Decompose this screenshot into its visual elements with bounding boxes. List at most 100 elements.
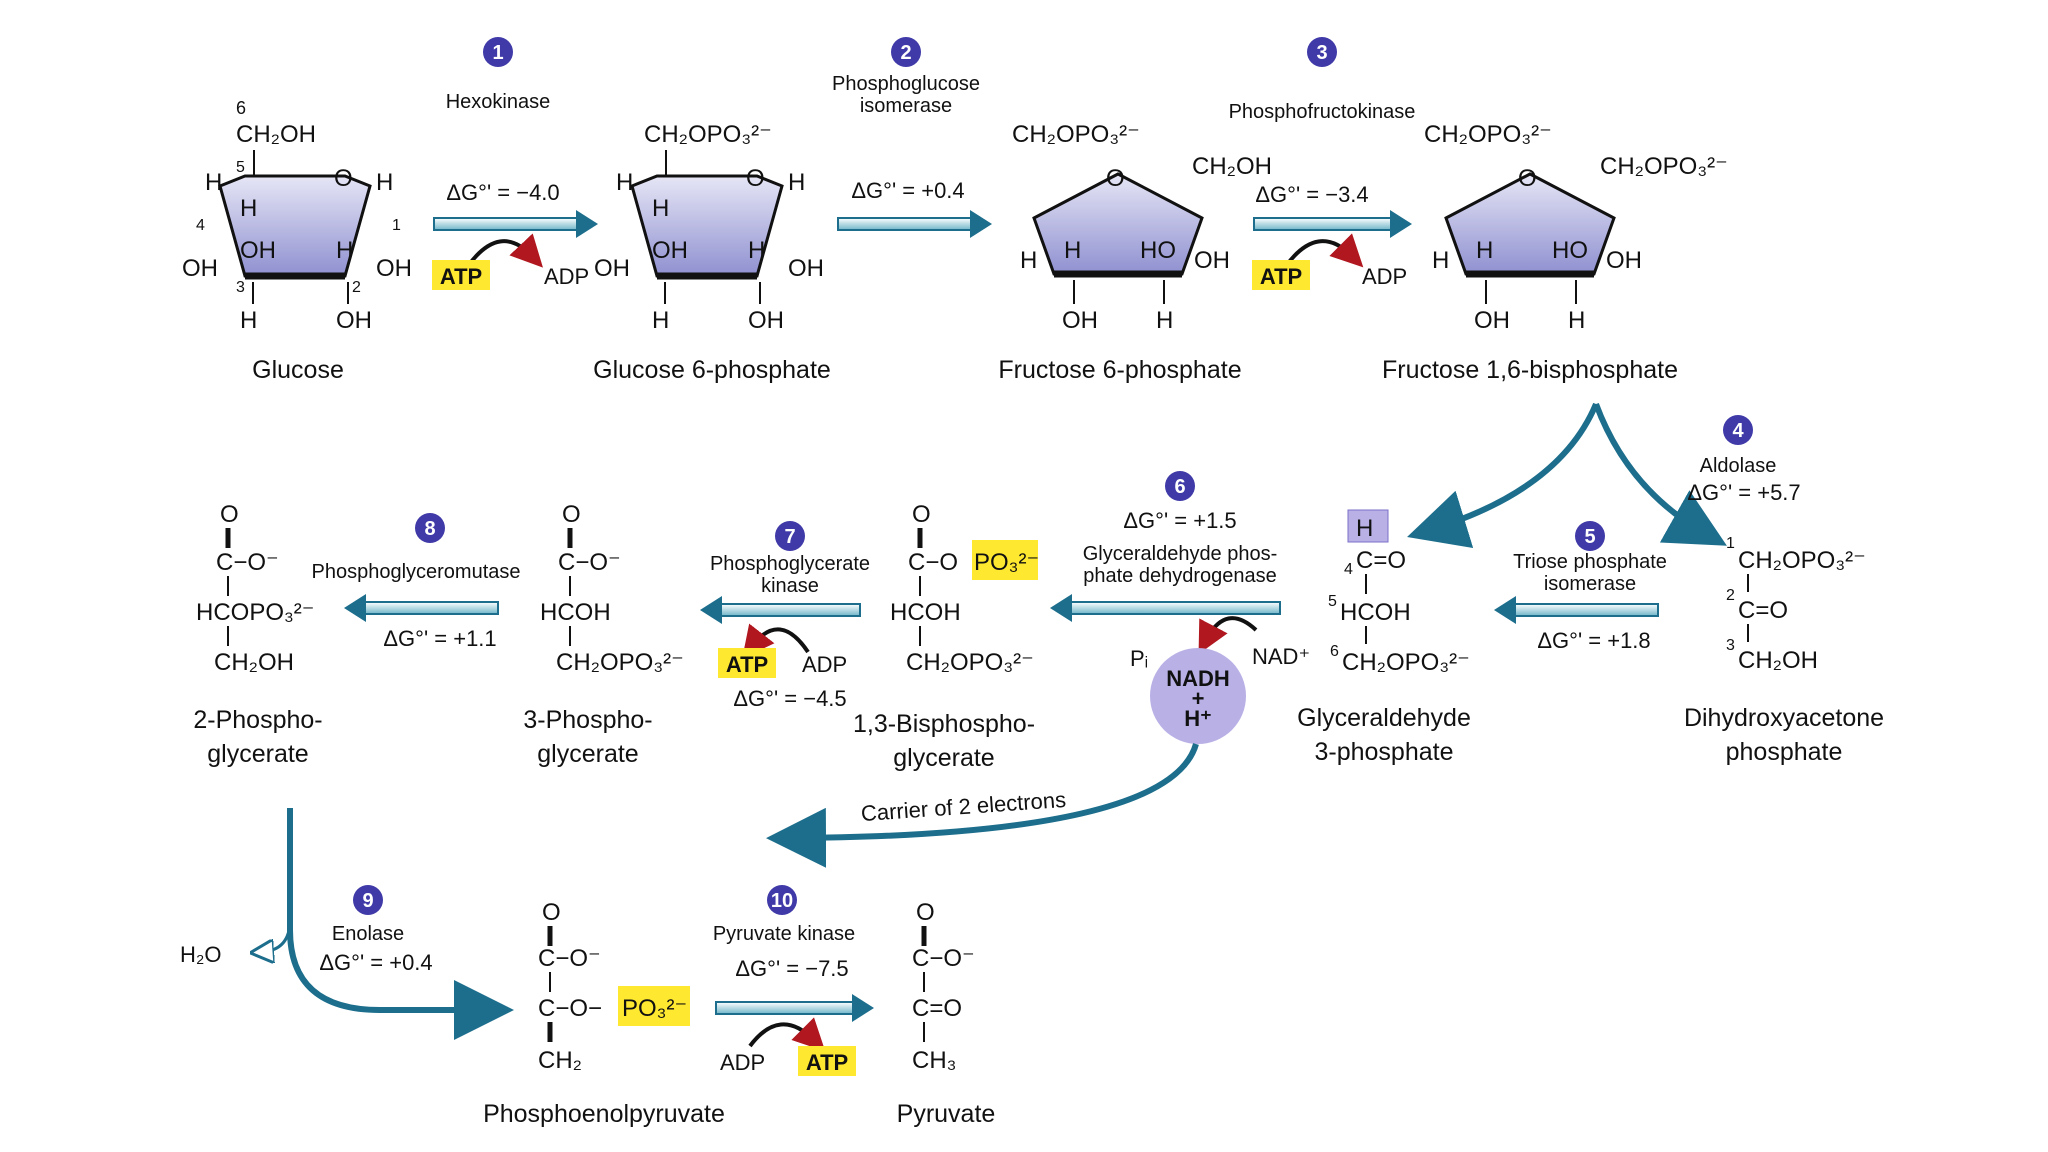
bpg-label-1: 1,3-Bisphospho-: [853, 710, 1035, 738]
svg-text:PO₃²⁻: PO₃²⁻: [974, 549, 1039, 576]
svg-text:ΔG°' = +1.1: ΔG°' = +1.1: [383, 626, 496, 651]
pep-structure: O C−O⁻ C−O− PO₃²⁻ CH₂ Phosphoenolpyruvat…: [483, 899, 725, 1128]
pg3-label-1: 3-Phospho-: [523, 706, 652, 734]
dhap-label-2: phosphate: [1726, 738, 1843, 766]
svg-text:H: H: [240, 307, 257, 334]
svg-text:6: 6: [1174, 476, 1185, 498]
svg-text:CH₂OPO₃²⁻: CH₂OPO₃²⁻: [1600, 153, 1728, 180]
pg2-label-1: 2-Phospho-: [193, 706, 322, 734]
step-8-arrow: [363, 601, 499, 615]
svg-text:3: 3: [1726, 637, 1735, 654]
svg-text:CH₂OH: CH₂OH: [214, 649, 294, 676]
svg-text:C−O⁻: C−O⁻: [558, 549, 621, 576]
step-6: 6 ΔG°' = +1.5 Glyceraldehyde phos- phate…: [1050, 471, 1310, 744]
svg-text:ATP: ATP: [1260, 264, 1302, 289]
svg-text:H: H: [748, 237, 765, 264]
pg2-label-2: glycerate: [207, 740, 308, 768]
pg3-structure: O C−O⁻ HCOH CH₂OPO₃²⁻ 3-Phospho- glycera…: [523, 501, 683, 768]
dhap-structure: 1 CH₂OPO₃²⁻ 2 C=O 3 CH₂OH Dihydroxyaceto…: [1684, 535, 1884, 766]
step-7: 7 Phosphoglycerate kinase ATP ADP ΔG°' =…: [700, 521, 870, 711]
svg-text:H: H: [376, 169, 393, 196]
svg-text:ΔG°' = −4.5: ΔG°' = −4.5: [733, 686, 846, 711]
glucose-c6-label: CH₂OH: [236, 121, 316, 148]
step-1-circle: [483, 37, 513, 67]
svg-text:O: O: [220, 501, 239, 528]
svg-text:OH: OH: [594, 255, 630, 282]
svg-text:C−O: C−O: [908, 549, 958, 576]
svg-text:5: 5: [236, 159, 245, 176]
split-arrow-right: [1593, 402, 1727, 546]
svg-text:ΔG°' = −7.5: ΔG°' = −7.5: [735, 956, 848, 981]
svg-text:5: 5: [1584, 526, 1595, 548]
svg-text:ADP: ADP: [720, 1050, 765, 1075]
svg-text:CH₂OPO₃²⁻: CH₂OPO₃²⁻: [644, 121, 772, 148]
g3p-structure: H 4 C=O 5 HCOH 6 CH₂OPO₃²⁻ Glyceraldehyd…: [1297, 509, 1471, 766]
svg-text:OH: OH: [788, 255, 824, 282]
svg-text:Aldolase: Aldolase: [1700, 455, 1777, 477]
svg-text:Phosphoglycerate: Phosphoglycerate: [710, 553, 870, 575]
step-10: 10 Pyruvate kinase ΔG°' = −7.5 ADP ATP: [713, 885, 874, 1076]
svg-text:HO: HO: [1140, 237, 1176, 264]
step-4: 4 Aldolase ΔG°' = +5.7: [1407, 402, 1801, 549]
g6p-label: Glucose 6-phosphate: [593, 356, 831, 384]
g6p-structure: CH₂OPO₃²⁻ O H H H OH OH H OH H OH Glucos…: [593, 121, 831, 384]
step-10-arrow: [715, 1001, 855, 1015]
svg-text:ADP: ADP: [544, 264, 589, 289]
svg-text:Triose phosphate: Triose phosphate: [1513, 551, 1667, 573]
glucose-label: Glucose: [252, 356, 344, 384]
svg-text:OH: OH: [1194, 247, 1230, 274]
svg-text:isomerase: isomerase: [1544, 573, 1636, 595]
step-5-arrow: [1513, 603, 1659, 617]
step-9-arrow: [287, 808, 514, 1040]
pg3-label-2: glycerate: [537, 740, 638, 768]
svg-text:H: H: [1568, 307, 1585, 334]
svg-text:C=O: C=O: [1738, 597, 1788, 624]
step-1-delta-g: ΔG°' = −4.0: [446, 180, 559, 205]
svg-text:OH: OH: [1606, 247, 1642, 274]
svg-text:1: 1: [492, 42, 503, 64]
svg-text:4: 4: [1732, 420, 1744, 442]
step-2: 2 Phosphoglucose isomerase ΔG°' = +0.4: [832, 37, 992, 238]
svg-text:6: 6: [1330, 643, 1339, 660]
step-8: 8 Phosphoglyceromutase ΔG°' = +1.1: [311, 513, 521, 651]
svg-text:4: 4: [1344, 561, 1353, 578]
svg-text:5: 5: [1328, 593, 1337, 610]
step-3-arrow: [1253, 217, 1393, 231]
svg-text:Phosphofructokinase: Phosphofructokinase: [1229, 101, 1416, 123]
svg-text:7: 7: [784, 526, 795, 548]
step-1: 1 Hexokinase ΔG°' = −4.0 ATP ADP: [432, 37, 598, 290]
svg-text:kinase: kinase: [761, 575, 819, 597]
svg-text:OH: OH: [652, 237, 688, 264]
step-1-arrow: [433, 217, 579, 231]
step-1-atp-arrow: [466, 233, 543, 268]
svg-text:OH: OH: [748, 307, 784, 334]
svg-text:ADP: ADP: [802, 652, 847, 677]
svg-text:H: H: [1156, 307, 1173, 334]
f6p-structure: O CH₂OPO₃²⁻ CH₂OH H H HO OH OH H Fructos…: [998, 121, 1272, 384]
svg-text:O: O: [562, 501, 581, 528]
svg-text:H: H: [1064, 237, 1081, 264]
svg-text:HCOH: HCOH: [890, 599, 961, 626]
pyruvate-label: Pyruvate: [897, 1100, 996, 1128]
svg-text:ΔG°' = −3.4: ΔG°' = −3.4: [1255, 182, 1368, 207]
svg-text:ATP: ATP: [806, 1050, 848, 1075]
svg-text:OH: OH: [376, 255, 412, 282]
svg-text:ATP: ATP: [440, 264, 482, 289]
g3p-label-2: 3-phosphate: [1314, 738, 1453, 766]
svg-text:1: 1: [1726, 535, 1735, 552]
svg-text:O: O: [1518, 165, 1537, 192]
svg-text:H: H: [205, 169, 222, 196]
svg-text:CH₃: CH₃: [912, 1047, 956, 1074]
svg-text:phate dehydrogenase: phate dehydrogenase: [1083, 565, 1277, 587]
svg-text:O: O: [542, 899, 561, 926]
svg-text:OH: OH: [1474, 307, 1510, 334]
dhap-label-1: Dihydroxyacetone: [1684, 704, 1884, 732]
svg-text:ADP: ADP: [1362, 264, 1407, 289]
atp-highlight: [432, 260, 490, 290]
carrier-arrow: [766, 743, 1199, 868]
svg-text:Phosphoglyceromutase: Phosphoglyceromutase: [311, 561, 520, 583]
svg-text:+: +: [1192, 686, 1205, 711]
svg-text:HCOH: HCOH: [540, 599, 611, 626]
f16bp-structure: O CH₂OPO₃²⁻ CH₂OPO₃²⁻ H H HO OH OH H Fru…: [1382, 121, 1728, 384]
water-label: H₂O: [180, 942, 222, 967]
